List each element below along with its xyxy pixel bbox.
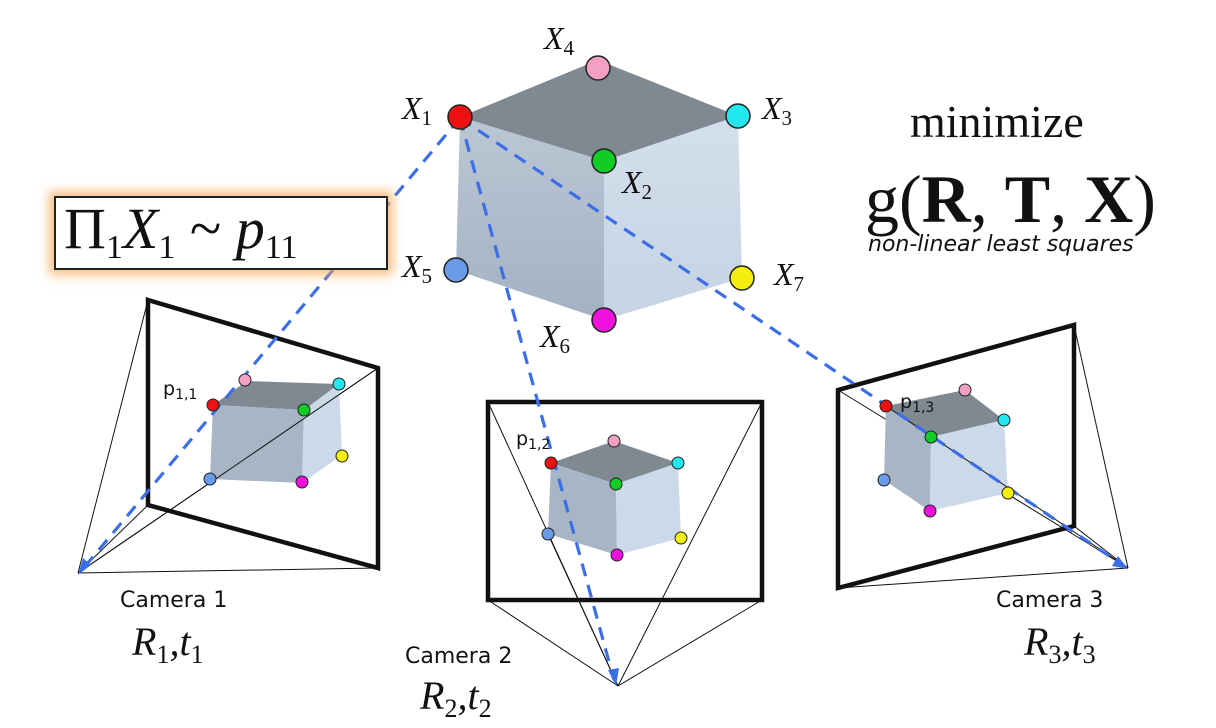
equation-box: [54, 196, 388, 270]
label-p13: p1,3: [900, 391, 935, 416]
camera-2-points: [541, 434, 688, 562]
point-x3: [725, 103, 751, 129]
objective-function: g(R, T, X): [865, 161, 1156, 237]
projection-equation: Π1X1 ~ p11: [64, 196, 298, 266]
camera-1: [77, 296, 381, 574]
camera-3-points: [877, 383, 1015, 518]
ray-camera-1: [80, 116, 462, 572]
camera-2-image-plane: [485, 399, 765, 603]
label-x7: X7: [774, 256, 805, 296]
cube-right-face: [604, 116, 742, 320]
point-x1: [447, 104, 473, 130]
objective-subtitle: non-linear least squares: [868, 232, 1134, 257]
camera-2-cube-image: [548, 441, 681, 555]
label-x3: X3: [762, 90, 793, 130]
world-points: [443, 55, 755, 333]
ray-arrowheads: [78, 556, 1128, 686]
camera-3-pose: R3,t3: [1024, 619, 1096, 669]
label-x4: X4: [544, 20, 575, 60]
camera-1-points: [203, 373, 349, 489]
camera-1-pose: R1,t1: [132, 619, 204, 669]
cube-left-face: [456, 117, 604, 320]
camera-2: [485, 399, 765, 687]
camera-1-cube-image: [210, 381, 342, 483]
label-x1: X1: [402, 90, 433, 130]
point-x4: [585, 55, 611, 81]
camera-3: [835, 322, 1129, 591]
objective-verb: minimize: [910, 96, 1084, 147]
camera-3-name: Camera 3: [996, 588, 1104, 613]
camera-2-name: Camera 2: [405, 644, 513, 669]
camera-1-name: Camera 1: [120, 588, 228, 613]
ray-camera-2: [458, 117, 616, 681]
label-x5: X5: [402, 248, 433, 288]
point-x7: [729, 265, 755, 291]
main-cube: [456, 60, 742, 320]
cube-top-face: [460, 60, 738, 161]
camera-2-pose: R2,t2: [420, 673, 492, 723]
label-x6: X6: [540, 318, 571, 358]
point-x5: [443, 257, 469, 283]
point-x2: [591, 148, 617, 174]
label-p12: p1,2: [516, 428, 551, 453]
label-p11: p1,1: [163, 378, 198, 403]
point-x6: [591, 307, 617, 333]
label-x2: X2: [622, 164, 653, 204]
